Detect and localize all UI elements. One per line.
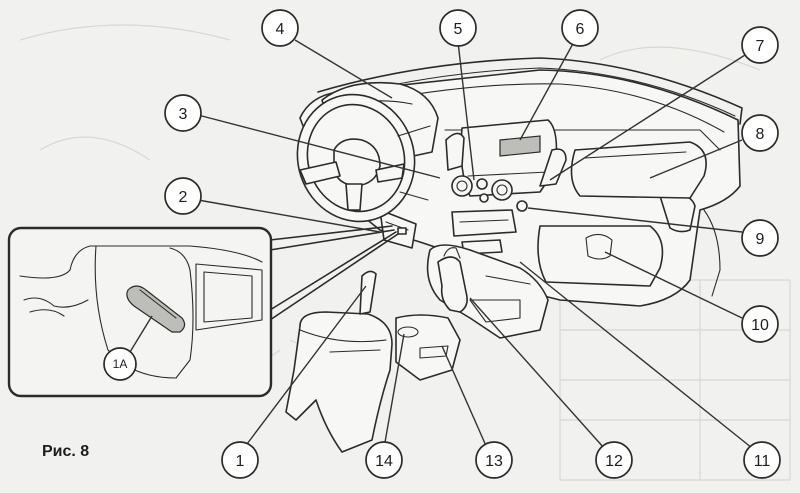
- svg-text:8: 8: [756, 126, 765, 143]
- svg-text:11: 11: [754, 453, 771, 470]
- svg-text:4: 4: [276, 21, 285, 38]
- dashboard-illustration: [285, 57, 743, 453]
- callout-1: 1: [221, 441, 259, 479]
- callout-13: 13: [475, 441, 513, 479]
- callout-2: 2: [164, 177, 202, 215]
- svg-text:12: 12: [605, 453, 623, 470]
- svg-text:10: 10: [751, 317, 769, 334]
- callout-9: 9: [741, 219, 779, 257]
- callout-4: 4: [261, 9, 299, 47]
- svg-text:6: 6: [576, 21, 585, 38]
- callout-7: 7: [741, 26, 779, 64]
- inset-detail: [7, 225, 399, 398]
- callout-5: 5: [439, 9, 477, 47]
- svg-text:14: 14: [375, 453, 393, 470]
- svg-text:1A: 1A: [113, 357, 128, 371]
- callout-6: 6: [561, 9, 599, 47]
- callout-10: 10: [741, 305, 779, 343]
- callout-11: 11: [743, 441, 781, 479]
- callout-14: 14: [365, 441, 403, 479]
- callout-8: 8: [741, 114, 779, 152]
- svg-text:7: 7: [756, 38, 765, 55]
- figure-caption: Рис. 8: [42, 443, 89, 460]
- svg-text:9: 9: [756, 231, 765, 248]
- svg-text:13: 13: [485, 453, 503, 470]
- callout-3: 3: [164, 94, 202, 132]
- svg-text:2: 2: [179, 189, 188, 206]
- callout-12: 12: [595, 441, 633, 479]
- svg-text:1: 1: [236, 453, 245, 470]
- leader-lines: [129, 39, 753, 449]
- callout-1a: 1A: [103, 347, 137, 381]
- svg-text:3: 3: [179, 106, 188, 123]
- svg-text:5: 5: [454, 21, 463, 38]
